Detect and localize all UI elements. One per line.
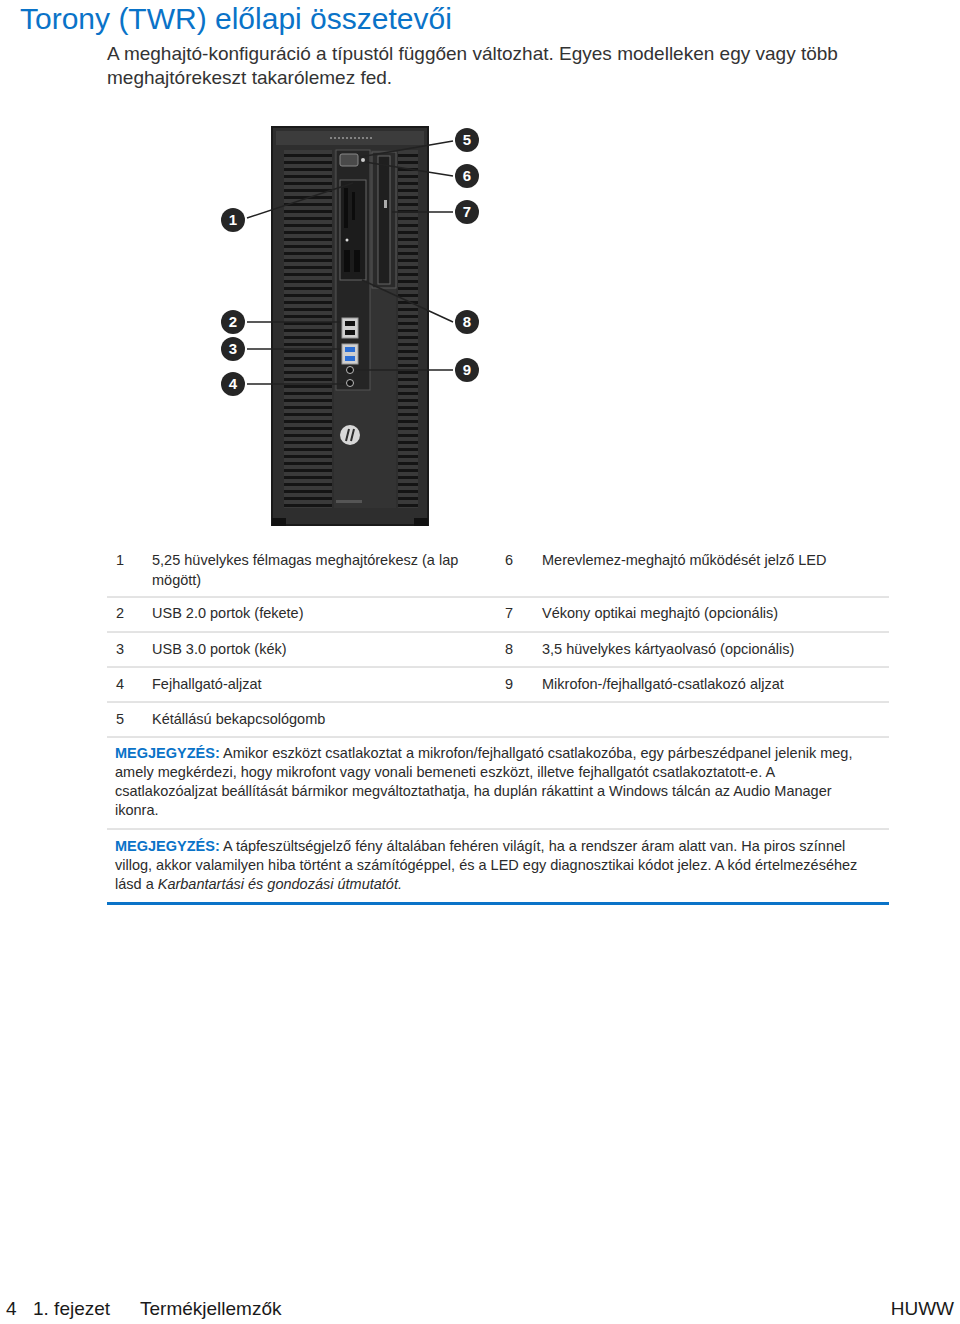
callout-number: 1 <box>221 208 245 232</box>
table-cell: Mikrofon-/fejhallgató-csatlakozó aljzat <box>542 674 882 694</box>
table-cell: 9 <box>505 674 513 694</box>
table-cell: 7 <box>505 603 513 623</box>
table-cell: 5 <box>116 709 124 729</box>
callout-number: 5 <box>455 128 479 152</box>
table-cell: Fejhallgató-aljzat <box>152 674 482 694</box>
callout-number: 7 <box>455 200 479 224</box>
chapter-label: 1. fejezet <box>33 1298 110 1320</box>
note-heading: MEGJEGYZÉS: <box>115 838 220 854</box>
chapter-title: Termékjellemzők <box>140 1298 281 1320</box>
table-cell: 4 <box>116 674 124 694</box>
note-paragraph: MEGJEGYZÉS: A tápfeszültségjelző fény ál… <box>115 837 875 894</box>
table-cell: USB 3.0 portok (kék) <box>152 639 482 659</box>
table-cell: 3 <box>116 639 124 659</box>
callout-number: 8 <box>455 310 479 334</box>
table-cell: 8 <box>505 639 513 659</box>
table-cell: 3,5 hüvelykes kártyaolvasó (opcionális) <box>542 639 882 659</box>
callout-number: 9 <box>455 358 479 382</box>
table-cell: 6 <box>505 550 513 570</box>
callout-number: 4 <box>221 372 245 396</box>
note-heading: MEGJEGYZÉS: <box>115 745 220 761</box>
callout-number: 2 <box>221 310 245 334</box>
table-cell: Vékony optikai meghajtó (opcionális) <box>542 603 882 623</box>
page-number: 4 <box>6 1298 17 1320</box>
manual-title: Karbantartási és gondozási útmutatót. <box>158 876 402 892</box>
note-text: Amikor eszközt csatlakoztat a mikrofon/f… <box>115 745 852 818</box>
note-paragraph: MEGJEGYZÉS: Amikor eszközt csatlakoztat … <box>115 744 875 820</box>
intro-text: A meghajtó-konfiguráció a típustól függő… <box>107 42 867 90</box>
table-cell: 2 <box>116 603 124 623</box>
table-cell: 1 <box>116 550 124 570</box>
callout-number: 3 <box>221 337 245 361</box>
table-cell: 5,25 hüvelykes félmagas meghajtórekesz (… <box>152 550 482 590</box>
language-code: HUWW <box>891 1298 954 1320</box>
callout-number: 6 <box>455 164 479 188</box>
table-cell: USB 2.0 portok (fekete) <box>152 603 482 623</box>
table-cell: Kétállású bekapcsológomb <box>152 709 482 729</box>
page-title: Torony (TWR) előlapi összetevői <box>20 2 452 36</box>
table-cell: Merevlemez-meghajtó működését jelző LED <box>542 550 882 570</box>
